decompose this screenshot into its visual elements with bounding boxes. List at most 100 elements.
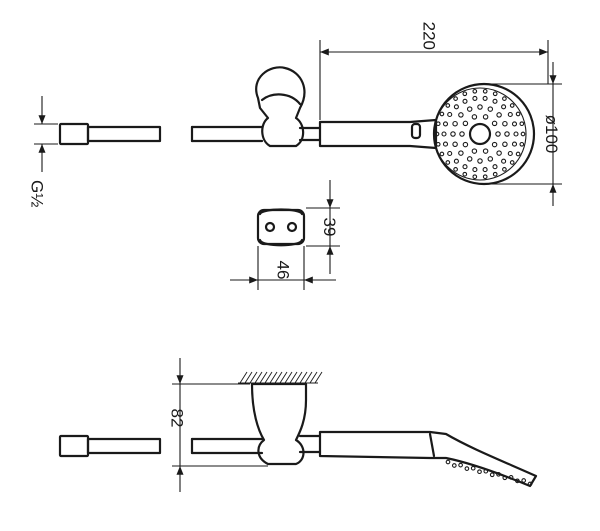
nozzle: [482, 167, 488, 173]
hatch-line: [299, 371, 308, 384]
nozzle: [471, 148, 478, 154]
spray-dot: [521, 478, 527, 483]
nozzle: [459, 131, 465, 137]
nozzle: [515, 111, 521, 117]
spray-dot: [489, 472, 495, 478]
bracket-detail: 39 46: [230, 180, 340, 290]
side-view: 82: [58, 358, 538, 492]
nozzle: [507, 150, 513, 157]
hatch-line: [249, 371, 258, 384]
wall-bracket-top: [255, 66, 322, 148]
spray-dot: [527, 481, 533, 487]
dimension-bracket-width: 46: [230, 246, 336, 290]
top-view: 220 ø100 G½: [28, 22, 562, 207]
hatch-line: [239, 371, 248, 384]
hose-connector-side: [58, 434, 162, 458]
nozzle: [511, 141, 518, 147]
nozzle: [502, 141, 508, 148]
nozzle: [495, 131, 501, 137]
spray-dot: [458, 462, 463, 468]
nozzle: [462, 98, 468, 104]
spray-face: [445, 459, 533, 487]
nozzle: [442, 121, 449, 127]
nozzle: [482, 148, 489, 154]
spray-dot: [496, 471, 501, 477]
nozzle: [452, 141, 458, 148]
hatch-line: [289, 371, 298, 384]
shower-handle-side: [318, 430, 538, 488]
nozzle: [515, 151, 521, 157]
dimension-wall-offset: 82: [168, 358, 268, 492]
nozzle: [501, 104, 507, 110]
nozzle: [477, 158, 483, 164]
hose-connector-top: [58, 122, 162, 146]
hatch-line: [244, 371, 253, 384]
hose-segment-top: [190, 125, 264, 143]
nozzle: [501, 158, 507, 164]
nozzle: [509, 160, 515, 165]
nozzle: [450, 131, 456, 137]
nozzle: [502, 96, 507, 101]
hatch-line: [309, 371, 318, 384]
nozzle: [447, 150, 453, 157]
nozzle: [513, 131, 519, 137]
nozzle: [462, 120, 469, 127]
nozzle: [482, 95, 488, 101]
dimension-bracket-height: 39: [306, 180, 340, 274]
spray-dot: [483, 468, 489, 474]
arm-length-label: 220: [420, 22, 439, 50]
nozzle: [487, 106, 494, 112]
nozzle: [462, 171, 468, 177]
hatch-line: [269, 371, 278, 384]
nozzle: [442, 141, 449, 147]
nozzle: [472, 88, 478, 94]
nozzle: [458, 112, 464, 118]
bracket-width-label: 46: [274, 261, 293, 280]
nozzle: [519, 121, 525, 127]
head-diameter-label: ø100: [542, 115, 561, 154]
nozzle: [462, 141, 469, 148]
nozzle: [520, 131, 526, 137]
nozzle: [504, 131, 510, 137]
nozzle: [502, 167, 507, 172]
nozzle: [482, 174, 488, 180]
nozzle: [519, 141, 525, 147]
nozzle: [487, 156, 494, 162]
nozzle: [496, 112, 502, 118]
nozzle: [509, 103, 515, 108]
nozzle: [458, 150, 464, 156]
hatch-line: [254, 371, 263, 384]
nozzle: [466, 106, 473, 112]
nozzle: [445, 160, 451, 165]
nozzle: [472, 174, 478, 180]
wall-bracket-side: [250, 382, 322, 466]
nozzle: [441, 131, 447, 137]
spray-dot: [445, 459, 451, 465]
nozzle: [453, 104, 459, 110]
spray-dot: [470, 465, 476, 471]
hatch-line: [314, 371, 323, 384]
nozzle-pattern: [434, 88, 526, 180]
nozzle: [477, 104, 483, 110]
nozzle: [492, 98, 498, 104]
hose-segment-side: [190, 437, 264, 455]
nozzle: [447, 111, 453, 118]
hatch-line: [264, 371, 273, 384]
nozzle: [466, 156, 473, 162]
wall-hatch: [238, 371, 323, 384]
nozzle: [511, 121, 518, 127]
nozzle: [439, 111, 445, 117]
nozzle: [472, 95, 478, 101]
nozzle: [462, 164, 468, 170]
nozzle: [492, 91, 498, 97]
nozzle: [492, 171, 498, 177]
hatch-line: [279, 371, 288, 384]
nozzle: [435, 141, 441, 147]
nozzle: [471, 114, 478, 120]
nozzle: [445, 103, 451, 108]
nozzle: [482, 88, 488, 94]
nozzle: [492, 164, 498, 170]
nozzle: [453, 167, 458, 172]
spray-dot: [508, 475, 514, 480]
